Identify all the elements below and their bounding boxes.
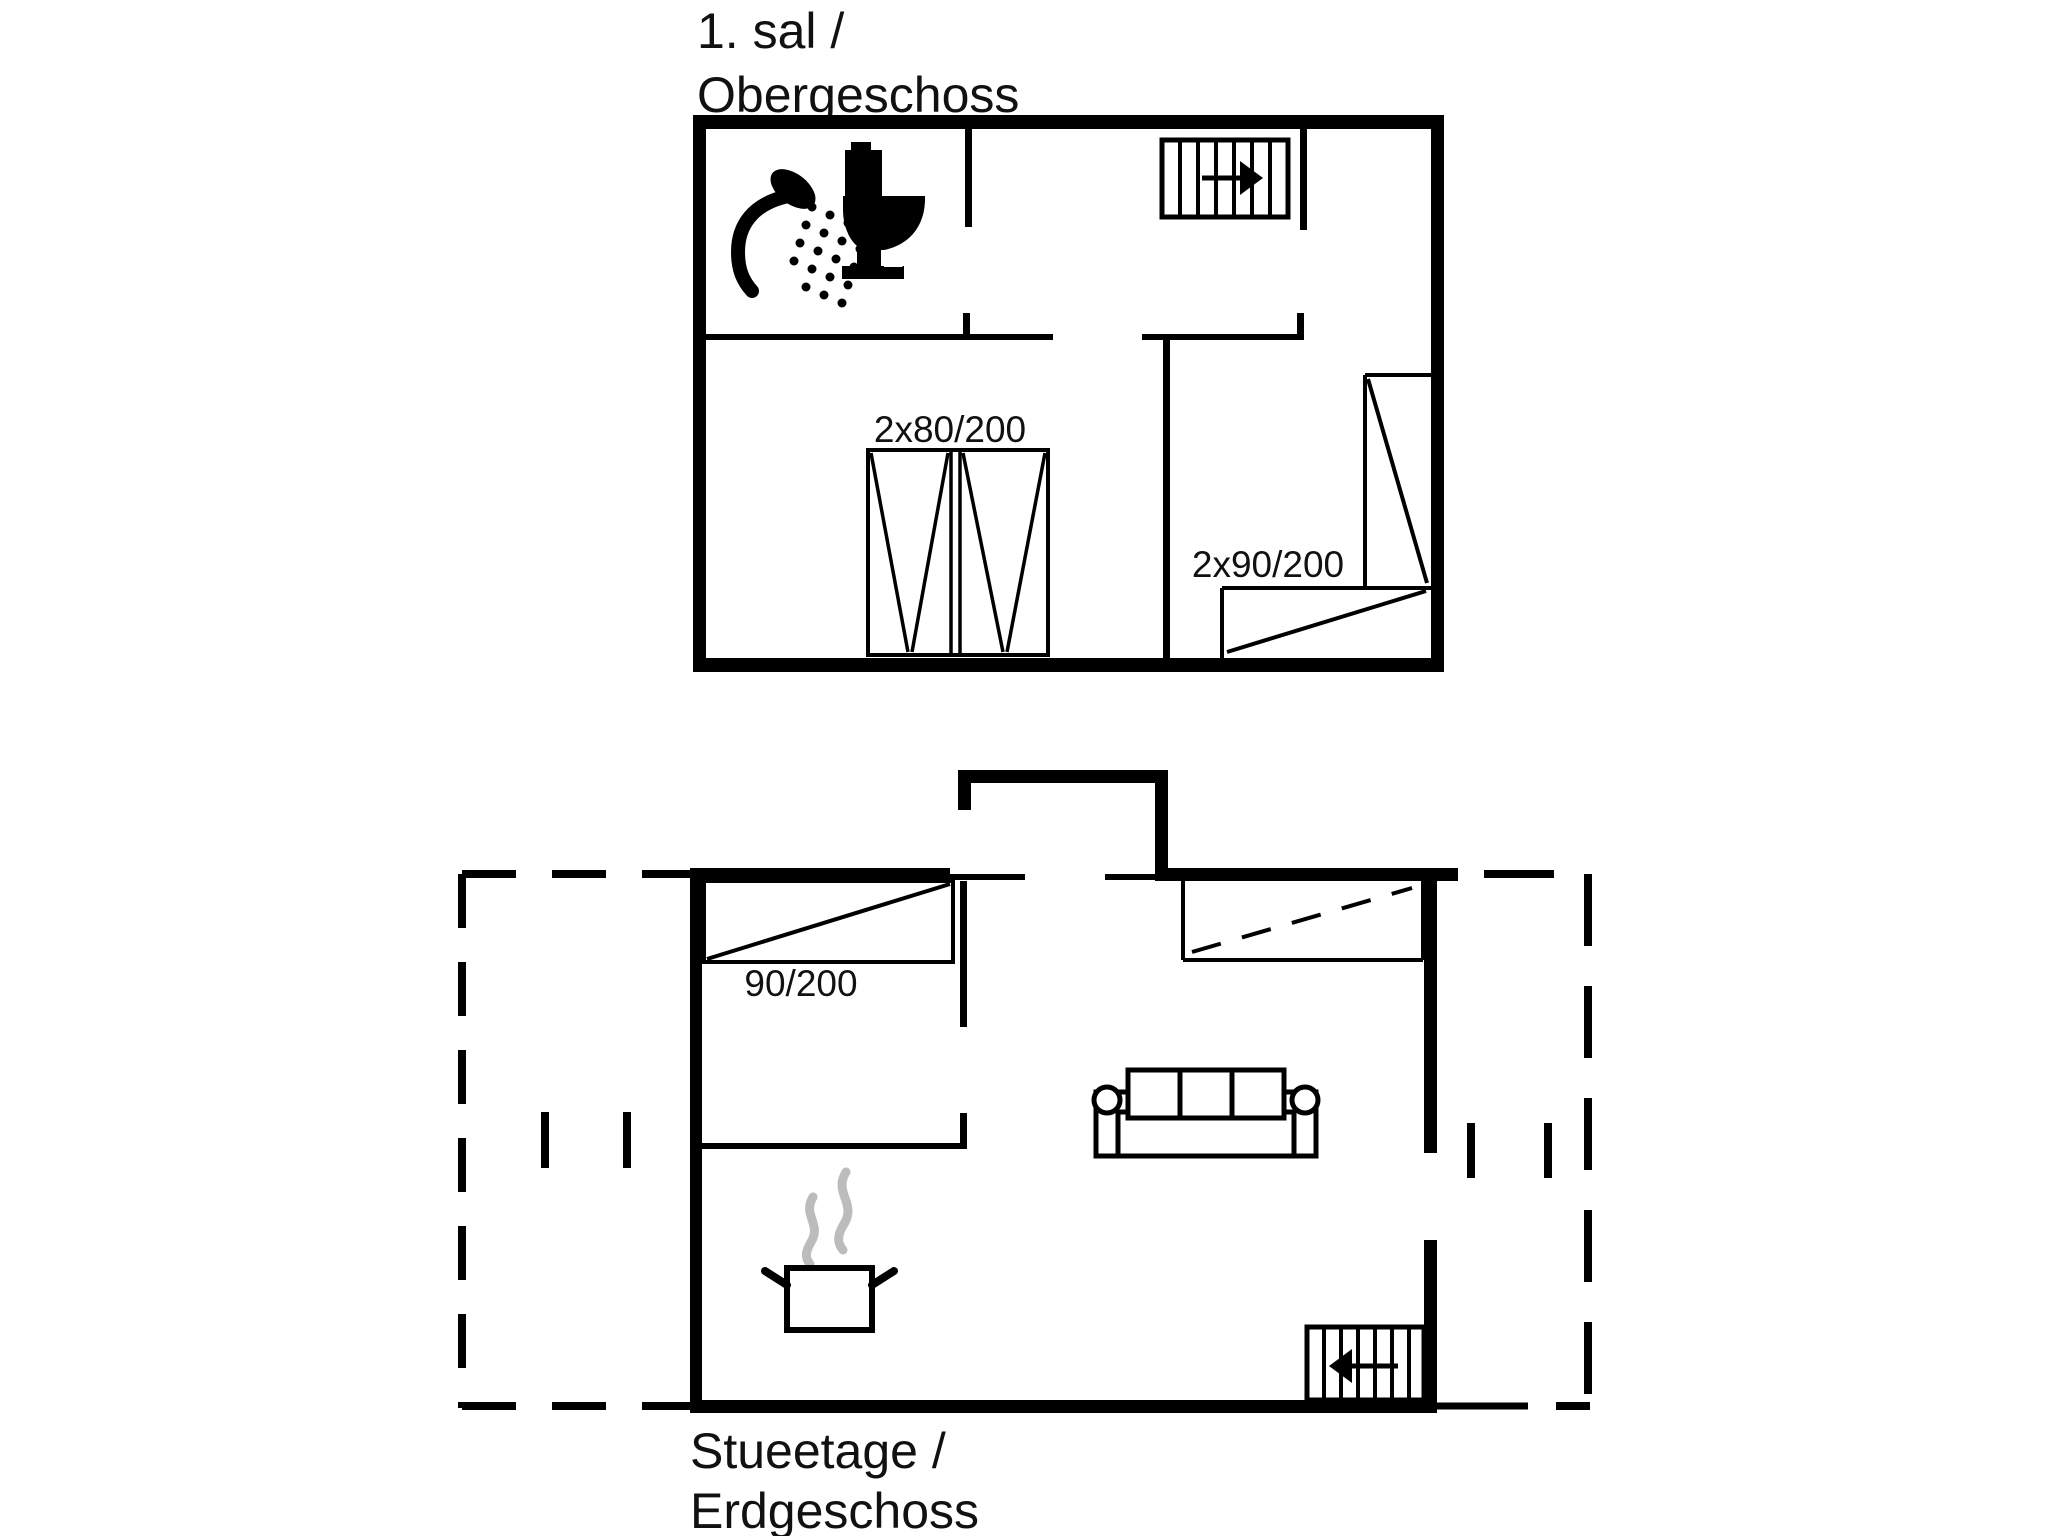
upper-interior-walls bbox=[706, 129, 1307, 658]
cooking-pot-icon bbox=[761, 1167, 898, 1333]
stairs-down-arrow bbox=[1329, 1349, 1352, 1383]
upper-exterior-walls bbox=[693, 115, 1444, 672]
terrace-left-outline bbox=[458, 870, 692, 1410]
toilet-icon bbox=[842, 142, 926, 279]
sofa-icon bbox=[1091, 1067, 1321, 1159]
entrance-porch-walls bbox=[958, 770, 1168, 881]
ground-floor-title-line2: Erdgeschoss bbox=[690, 1483, 979, 1536]
bed-90-200: 90/200 bbox=[702, 879, 955, 1004]
bed-90-200-label: 90/200 bbox=[744, 963, 857, 1004]
stairs-down-icon bbox=[1304, 1324, 1427, 1403]
ground-floor-plan: 90/200 bbox=[458, 770, 1592, 1536]
ground-floor-title-line1: Stueetage / bbox=[690, 1423, 946, 1479]
steam-icon bbox=[801, 1167, 853, 1269]
upper-floor-title-line1: 1. sal / bbox=[697, 3, 844, 59]
stairs-up-arrow bbox=[1240, 161, 1263, 195]
ground-exterior-walls bbox=[690, 868, 1458, 1413]
window-panel bbox=[1181, 881, 1425, 962]
bed-2x90-200-label: 2x90/200 bbox=[1192, 544, 1344, 585]
upper-floor-title-line2: Obergeschoss bbox=[697, 67, 1019, 123]
stairs-up-icon bbox=[1159, 137, 1291, 220]
bed-2x80-200-label: 2x80/200 bbox=[874, 409, 1026, 450]
bed-2x90-200 bbox=[1220, 373, 1431, 658]
terrace-right-outline bbox=[1437, 870, 1592, 1410]
upper-floor-plan: 1. sal / Obergeschoss bbox=[693, 3, 1444, 672]
bed-2x80-200: 2x80/200 bbox=[866, 409, 1050, 657]
ground-interior-walls bbox=[702, 881, 967, 1149]
